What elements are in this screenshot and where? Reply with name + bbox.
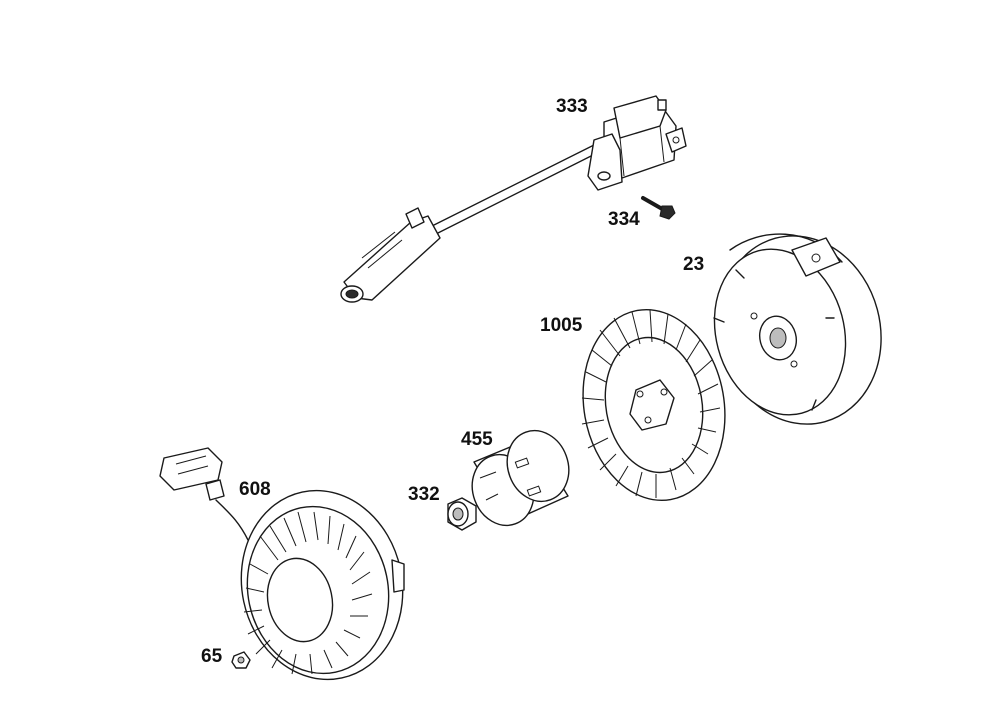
starter-cup-part[interactable] — [462, 422, 578, 534]
part-label-65: 65 — [201, 646, 223, 667]
part-label-333: 333 — [556, 96, 588, 117]
fan-part[interactable] — [568, 298, 739, 511]
coil-screw-part[interactable] — [641, 196, 676, 220]
starter-screw-part[interactable] — [231, 651, 251, 669]
part-label-332: 332 — [408, 484, 440, 505]
part-label-334: 334 — [608, 209, 640, 230]
part-label-1005: 1005 — [540, 315, 583, 336]
flywheel-nut-part[interactable] — [447, 497, 477, 531]
flywheel-part[interactable] — [696, 218, 901, 443]
rewind-starter-part[interactable] — [159, 447, 420, 695]
part-label-23: 23 — [683, 254, 704, 275]
part-label-608: 608 — [239, 479, 271, 500]
part-label-455: 455 — [461, 429, 493, 450]
ignition-coil-part[interactable] — [340, 95, 687, 303]
